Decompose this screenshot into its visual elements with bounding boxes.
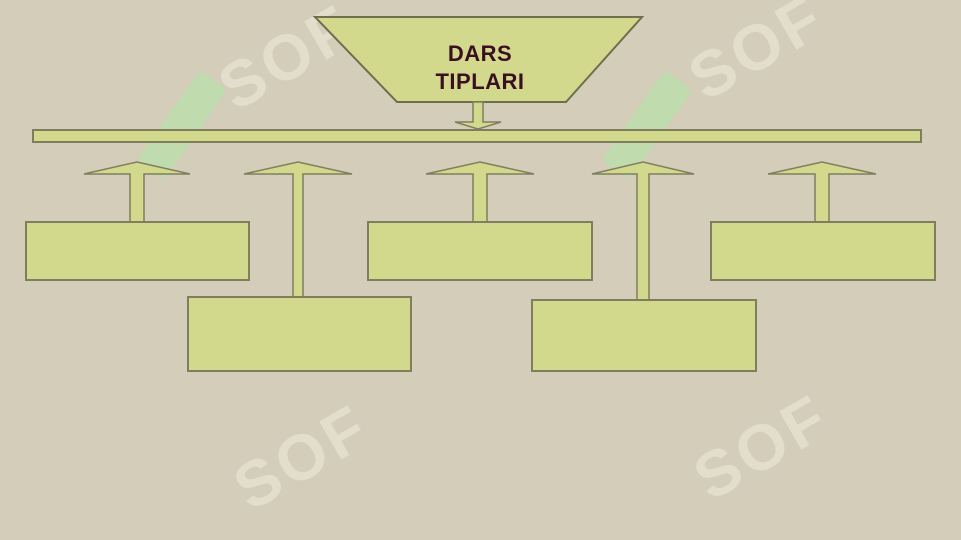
dars-tipi-box-3 xyxy=(367,221,593,281)
title-trapezoid xyxy=(312,16,645,103)
title-down-arrow xyxy=(454,101,502,130)
up-arrow-3 xyxy=(425,161,535,223)
dars-tipi-box-1 xyxy=(25,221,250,281)
up-arrow-5 xyxy=(767,161,877,223)
up-arrow-2 xyxy=(243,161,353,299)
diagram-title: DARS TIPLARI xyxy=(435,41,525,94)
dars-tipi-box-5 xyxy=(710,221,936,281)
up-arrow-1 xyxy=(83,161,191,223)
footer-note xyxy=(60,422,960,444)
dars-tipi-box-2 xyxy=(187,296,412,372)
dars-tipi-box-4 xyxy=(531,299,757,372)
horizontal-bar xyxy=(32,129,922,143)
up-arrow-4 xyxy=(591,161,695,301)
